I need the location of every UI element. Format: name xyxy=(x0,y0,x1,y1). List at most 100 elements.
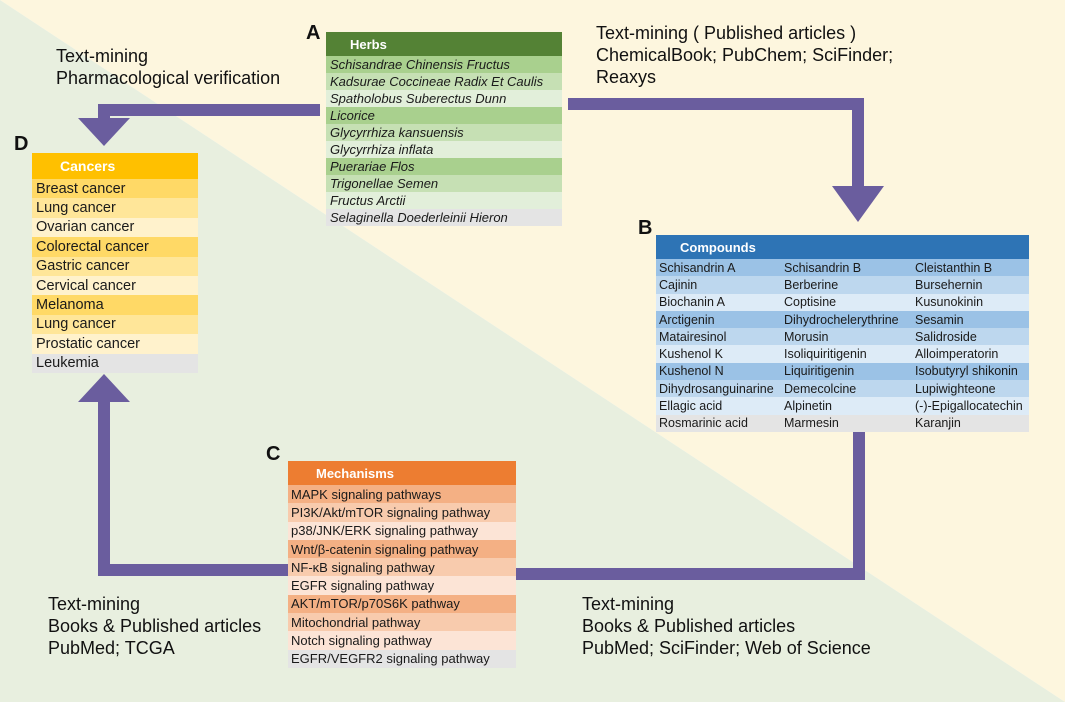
compound-row: Cajinin Berberine Bursehernin xyxy=(656,276,1029,294)
compound-row: Arctigenin Dihydrochelerythrine Sesamin xyxy=(656,310,1029,329)
cancer-item: Lung cancer xyxy=(32,314,198,335)
cancer-item: Melanoma xyxy=(32,295,198,315)
compound-cell: Karanjin xyxy=(915,416,961,431)
herb-item: Puerariae Flos xyxy=(326,158,562,175)
note-line: Text-mining xyxy=(48,594,141,614)
mechanism-item: p38/JNK/ERK signaling pathway xyxy=(288,521,516,540)
mechanism-item: EGFR/VEGFR2 signaling pathway xyxy=(288,649,516,668)
herb-item: Glycyrrhiza kansuensis xyxy=(326,124,562,141)
note-line: ChemicalBook; PubChem; SciFinder; xyxy=(596,45,894,65)
note-line: Text-mining ( Published articles ) xyxy=(596,23,857,43)
arrow-mechanisms-to-cancers xyxy=(78,374,290,576)
label-a: A xyxy=(306,22,321,44)
cancers-header: Cancers xyxy=(32,153,198,179)
compound-cell: Alpinetin xyxy=(784,399,832,414)
arrow-herbs-to-compounds xyxy=(568,98,884,222)
herb-item: Selaginella Doederleinii Hieron xyxy=(326,209,562,226)
note-line: Books & Published articles xyxy=(48,616,262,636)
herb-item: Licorice xyxy=(326,107,562,124)
herb-item: Fructus Arctii xyxy=(326,192,562,209)
compound-row: Schisandrin A Schisandrin B Cleistanthin… xyxy=(656,259,1029,277)
mechanism-item: Wnt/β-catenin signaling pathway xyxy=(288,539,516,559)
compound-row: Ellagic acid Alpinetin (-)-Epigallocatec… xyxy=(656,397,1029,415)
herb-item: Glycyrrhiza inflata xyxy=(326,141,562,158)
compound-cell: Sesamin xyxy=(915,312,964,327)
connector-compounds-to-mechanisms xyxy=(516,432,865,580)
mechanism-item: AKT/mTOR/p70S6K pathway xyxy=(288,594,516,614)
compound-cell: Demecolcine xyxy=(784,381,857,396)
arrow-herbs-to-cancers xyxy=(78,104,320,146)
compound-row: Kushenol K Isoliquiritigenin Alloimperat… xyxy=(656,345,1029,363)
compound-cell: Lupiwighteone xyxy=(915,381,996,396)
compound-cell: Ellagic acid xyxy=(659,399,723,414)
note-bottom-right: Text-mining Books & Published articles P… xyxy=(582,593,871,659)
compound-cell: Isoliquiritigenin xyxy=(784,347,867,362)
mechanism-item: Mitochondrial pathway xyxy=(288,613,516,632)
label-b: B xyxy=(638,217,653,239)
note-line: Text-mining xyxy=(56,46,149,66)
compound-cell: Biochanin A xyxy=(659,295,726,310)
compound-row: Kushenol N Liquiritigenin Isobutyryl shi… xyxy=(656,362,1029,381)
cancer-item: Gastric cancer xyxy=(32,256,198,276)
cancer-item: Ovarian cancer xyxy=(32,217,198,238)
herb-item: Kadsurae Coccineae Radix Et Caulis xyxy=(326,73,562,90)
mechanism-item: NF-κB signaling pathway xyxy=(288,558,516,577)
cancer-item: Cervical cancer xyxy=(32,275,198,296)
compounds-header: Compounds xyxy=(656,235,1029,259)
note-line: Text-mining xyxy=(582,594,675,614)
note-bottom-left: Text-mining Books & Published articles P… xyxy=(48,593,261,659)
compound-cell: Matairesinol xyxy=(659,329,727,344)
label-d: D xyxy=(14,133,29,155)
cancer-item: Leukemia xyxy=(32,353,198,373)
cancer-item: Prostatic cancer xyxy=(32,334,198,354)
compound-cell: Berberine xyxy=(784,277,839,292)
compound-cell: Arctigenin xyxy=(659,312,715,327)
compound-cell: Rosmarinic acid xyxy=(659,416,748,431)
compound-row: Dihydrosanguinarine Demecolcine Lupiwigh… xyxy=(656,380,1029,398)
mechanisms-table: Mechanisms MAPK signaling pathways PI3K/… xyxy=(288,461,516,668)
compound-cell: Salidroside xyxy=(915,329,977,344)
compound-cell: Dihydrosanguinarine xyxy=(659,381,774,396)
note-line: PubMed; SciFinder; Web of Science xyxy=(582,638,871,658)
herbs-header: Herbs xyxy=(326,32,562,56)
herbs-table: Herbs Schisandrae Chinensis Fructus Kads… xyxy=(326,32,562,226)
cancer-item: Colorectal cancer xyxy=(32,237,198,257)
mechanism-item: EGFR signaling pathway xyxy=(288,576,516,595)
herb-item: Schisandrae Chinensis Fructus xyxy=(326,56,562,73)
compound-cell: Isobutyryl shikonin xyxy=(915,364,1018,379)
note-line: Books & Published articles xyxy=(582,616,796,636)
mechanism-item: MAPK signaling pathways xyxy=(288,485,516,504)
label-c: C xyxy=(266,443,281,465)
compound-cell: Alloimperatorin xyxy=(915,347,999,362)
mechanisms-header: Mechanisms xyxy=(288,461,516,485)
note-line: PubMed; TCGA xyxy=(48,638,175,658)
herb-item: Trigonellae Semen xyxy=(326,175,562,192)
compound-cell: Bursehernin xyxy=(915,277,983,292)
compound-cell: Cleistanthin B xyxy=(915,260,993,275)
cancer-item: Breast cancer xyxy=(32,179,198,199)
mechanism-item: PI3K/Akt/mTOR signaling pathway xyxy=(288,503,516,522)
compound-cell: Morusin xyxy=(784,329,829,344)
cancers-table: Cancers Breast cancer Lung cancer Ovaria… xyxy=(32,153,198,373)
note-top-left: Text-mining Pharmacological verification xyxy=(56,45,280,89)
compound-cell: Liquiritigenin xyxy=(784,364,855,379)
compound-cell: Kushenol K xyxy=(659,347,723,362)
note-top-right: Text-mining ( Published articles ) Chemi… xyxy=(596,22,893,88)
compound-cell: Kushenol N xyxy=(659,364,724,379)
note-line: Reaxys xyxy=(596,67,657,87)
compound-row: Rosmarinic acid Marmesin Karanjin xyxy=(656,414,1029,432)
compound-cell: Marmesin xyxy=(784,416,839,431)
mechanism-item: Notch signaling pathway xyxy=(288,631,516,650)
compound-cell: Dihydrochelerythrine xyxy=(784,312,899,327)
compound-cell: Kusunokinin xyxy=(915,295,984,310)
compound-row: Biochanin A Coptisine Kusunokinin xyxy=(656,293,1029,311)
compound-cell: Schisandrin B xyxy=(784,260,862,275)
compound-row: Matairesinol Morusin Salidroside xyxy=(656,328,1029,346)
compound-cell: (-)-Epigallocatechin xyxy=(915,399,1023,414)
herb-item: Spatholobus Suberectus Dunn xyxy=(326,90,562,107)
compound-cell: Schisandrin A xyxy=(659,260,736,275)
compound-cell: Coptisine xyxy=(784,295,837,310)
cancer-item: Lung cancer xyxy=(32,198,198,218)
